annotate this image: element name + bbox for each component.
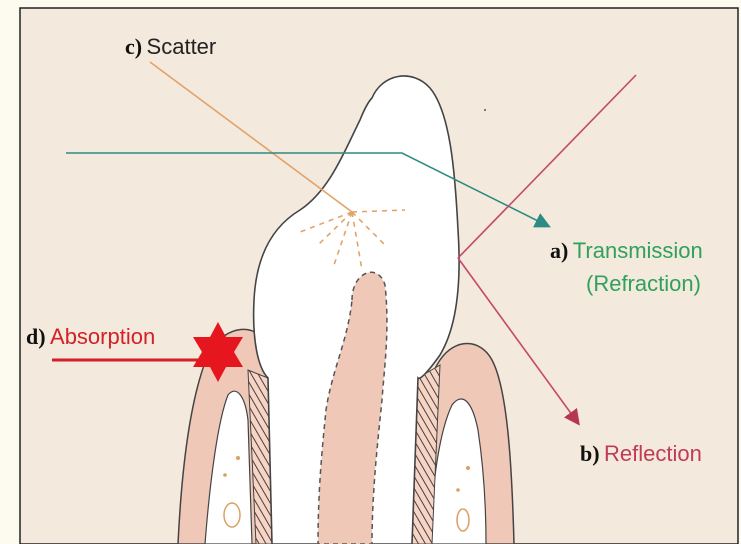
reflection-text: Reflection <box>604 441 702 466</box>
refraction-label: (Refraction) <box>586 273 701 295</box>
absorption-text: Absorption <box>50 324 155 349</box>
bone-dot <box>456 488 460 492</box>
scatter-letter: c) <box>125 34 142 59</box>
transmission-label: a) Transmission <box>550 240 703 262</box>
speck <box>484 109 486 111</box>
bone-dot <box>466 466 470 470</box>
bone-dot <box>236 456 240 460</box>
transmission-text: Transmission <box>573 238 703 263</box>
transmission-letter: a) <box>550 238 568 263</box>
bone-dot <box>223 473 227 477</box>
refraction-text: (Refraction) <box>586 271 701 296</box>
reflection-label: b) Reflection <box>580 443 702 465</box>
scatter-text: Scatter <box>147 34 217 59</box>
scatter-label: c) Scatter <box>125 36 216 58</box>
absorption-letter: d) <box>26 324 46 349</box>
absorption-label: d) Absorption <box>26 326 155 348</box>
reflection-letter: b) <box>580 441 600 466</box>
